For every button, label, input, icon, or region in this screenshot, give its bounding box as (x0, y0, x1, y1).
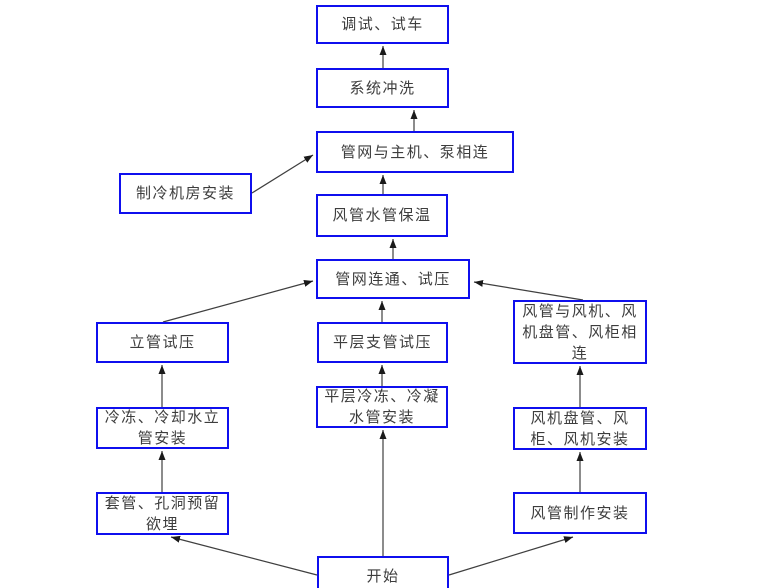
flow-node-sleeve-hole-reserve-embed: 套管、孔洞预留 欲埋 (96, 492, 229, 535)
flow-arrow-chiller-room-install-to-network-host-pump-connect (251, 154, 314, 194)
flow-node-duct-fabrication-install: 风管制作安装 (513, 492, 647, 534)
flow-arrow-riser-pressure-test-to-network-connect-pressure-test (162, 279, 314, 323)
flow-node-debug-test-run: 调试、试车 (316, 5, 449, 44)
flow-arrow-start-to-sleeve-hole-reserve-embed (170, 535, 318, 576)
flow-node-network-host-pump-connect: 管网与主机、泵相连 (316, 131, 514, 173)
flow-node-riser-pressure-test: 立管试压 (96, 322, 229, 363)
flow-node-duct-pipe-insulation: 风管水管保温 (316, 194, 448, 237)
flow-node-duct-fan-coil-cabinet-connect: 风管与风机、风 机盘管、风柜相 连 (513, 300, 647, 364)
flow-node-chiller-room-install: 制冷机房安装 (119, 173, 252, 214)
flow-node-floor-branch-pressure-test: 平层支管试压 (317, 322, 448, 363)
flow-node-fan-coil-cabinet-fan-install: 风机盘管、风 柜、风机安装 (513, 407, 647, 450)
flow-node-floor-chilled-condensate-install: 平层冷冻、冷凝 水管安装 (316, 386, 448, 428)
flow-node-start: 开始 (317, 556, 449, 588)
flow-node-chilled-cooling-riser-install: 冷冻、冷却水立 管安装 (96, 407, 229, 449)
flow-node-network-connect-pressure-test: 管网连通、试压 (316, 259, 470, 299)
flow-arrow-start-to-duct-fabrication-install (448, 536, 574, 576)
flow-node-system-flush: 系统冲洗 (316, 68, 449, 108)
flow-arrow-duct-fan-coil-cabinet-connect-to-network-connect-pressure-test (473, 280, 584, 301)
